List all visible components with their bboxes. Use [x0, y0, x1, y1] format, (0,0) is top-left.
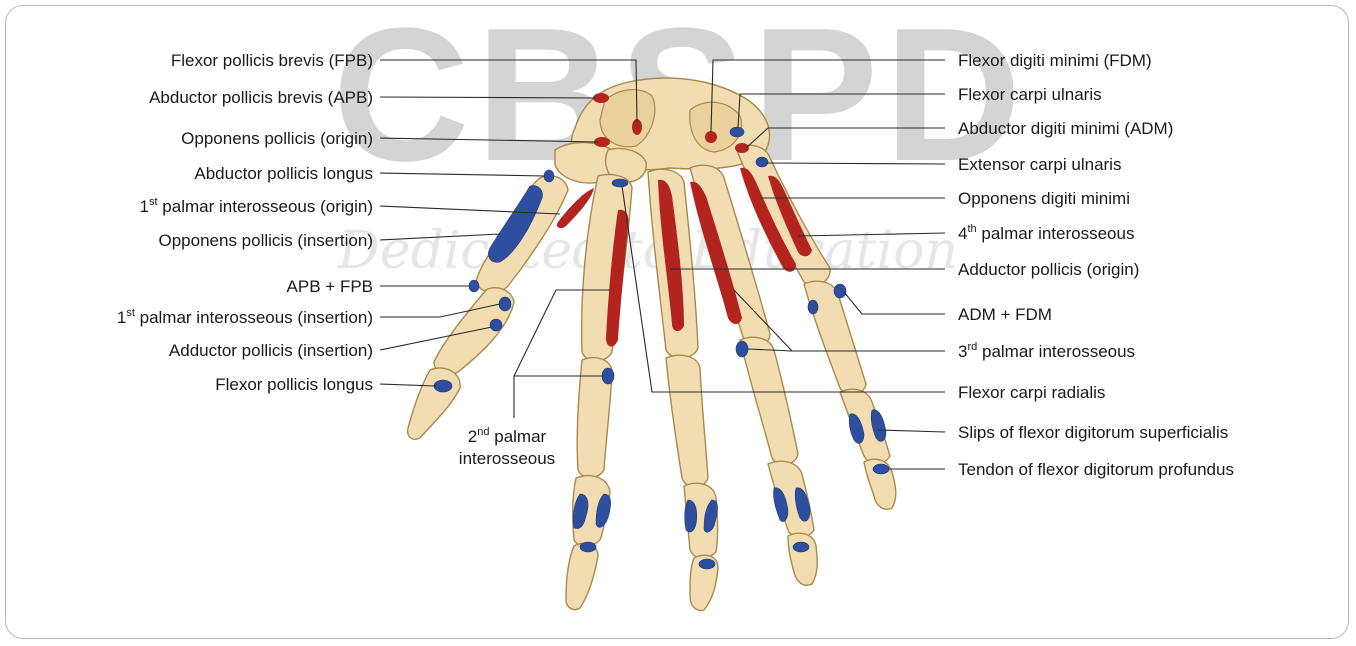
ring-proximal-phalanx [740, 337, 798, 464]
label-fourth-pi: 4th palmar interosseous [958, 223, 1134, 243]
fdm-attachment [705, 131, 717, 143]
fdp-attachment-index [580, 542, 596, 552]
third-palmar-interosseous-insertion [736, 341, 748, 357]
label-apl: Abductor pollicis longus [194, 164, 373, 183]
label-first-pi-insertion: 1st palmar interosseous (insertion) [117, 307, 373, 327]
label-second-pi-line2: interosseous [459, 449, 555, 468]
ring-distal-phalanx [788, 533, 817, 585]
ecu-attachment [756, 157, 768, 167]
label-opponens-origin: Opponens pollicis (origin) [181, 129, 373, 148]
fcu-attachment [730, 127, 744, 137]
watermark-tagline: Dedicated to Education [337, 221, 958, 281]
label-fcu: Flexor carpi ulnaris [958, 85, 1102, 104]
fpl-attachment [434, 380, 452, 392]
label-fds: Slips of flexor digitorum superficialis [958, 423, 1228, 442]
label-apb-fpb: APB + FPB [287, 277, 373, 296]
index-distal-phalanx [566, 543, 598, 609]
apb-fpb-attachment [469, 280, 479, 292]
label-fpb: Flexor pollicis brevis (FPB) [171, 51, 373, 70]
fcr-attachment [612, 179, 628, 187]
apl-attachment [544, 170, 554, 182]
label-adm: Abductor digiti minimi (ADM) [958, 119, 1173, 138]
leader-fds [878, 430, 945, 432]
label-opponens-insertion: Opponens pollicis (insertion) [159, 231, 374, 250]
little-proximal-phalanx [804, 281, 866, 394]
label-fpl: Flexor pollicis longus [215, 375, 373, 394]
leader-adm-fdm [844, 292, 945, 314]
thumb-distal-phalanx [408, 368, 461, 439]
label-fcr: Flexor carpi radialis [958, 383, 1105, 402]
label-ecu: Extensor carpi ulnaris [958, 155, 1121, 174]
label-fdp: Tendon of flexor digitorum profundus [958, 460, 1234, 479]
label-adductor-insertion: Adductor pollicis (insertion) [169, 341, 373, 360]
label-adductor-origin: Adductor pollicis (origin) [958, 260, 1139, 279]
label-second-pi-line1: 2nd palmar [468, 426, 547, 446]
fdp-attachment-little [873, 464, 889, 474]
adm-fdm-attachment-a [834, 284, 846, 298]
fdp-attachment-ring [793, 542, 809, 552]
first-palmar-interosseous-insertion [499, 297, 511, 311]
label-odm: Opponens digiti minimi [958, 189, 1130, 208]
adductor-pollicis-insertion [490, 319, 502, 331]
label-fdm: Flexor digiti minimi (FDM) [958, 51, 1152, 70]
fdp-attachment-middle [699, 559, 715, 569]
label-third-pi: 3rd palmar interosseous [958, 341, 1135, 361]
fds-slip-middle-a [685, 500, 697, 532]
label-adm-fdm: ADM + FDM [958, 305, 1052, 324]
label-apb: Abductor pollicis brevis (APB) [149, 88, 373, 107]
adm-attachment [735, 143, 749, 153]
adm-fdm-attachment-b [808, 300, 818, 314]
label-first-pi-origin: 1st palmar interosseous (origin) [140, 196, 373, 216]
middle-proximal-phalanx [666, 355, 708, 487]
